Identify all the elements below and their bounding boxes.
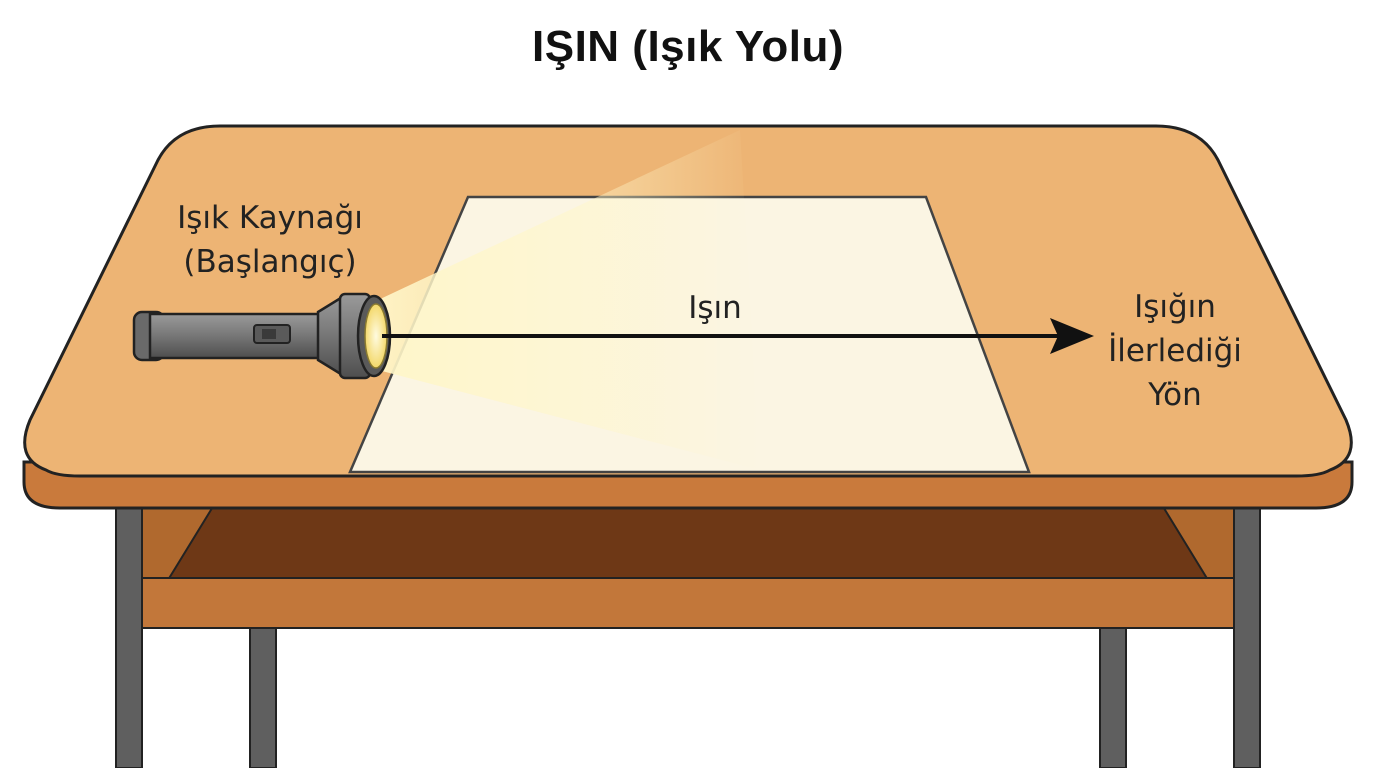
- direction-label-line3: Yön: [1148, 377, 1202, 413]
- desk-shelf: [141, 504, 1235, 629]
- light-source-label-line2: (Başlangıç): [183, 244, 357, 280]
- diagram-title: IŞIN (Işık Yolu): [532, 22, 844, 71]
- light-source-label-line1: Işık Kaynağı: [177, 200, 363, 236]
- light-source-label: Işık Kaynağı (Başlangıç): [160, 196, 380, 284]
- direction-label: Işığın İlerlediği Yön: [1090, 285, 1260, 417]
- arrow-icon: [382, 318, 1094, 354]
- direction-label-line1: Işığın: [1134, 289, 1216, 325]
- desk-leg-back-right: [1099, 619, 1127, 768]
- desk-rail: [141, 577, 1235, 629]
- desk-leg-front-right: [1233, 499, 1261, 768]
- direction-label-line2: İlerlediği: [1108, 333, 1242, 369]
- desk-legs: [115, 499, 1261, 768]
- ray-label: Işın: [688, 290, 742, 326]
- light-beam: [378, 130, 760, 470]
- desk-leg-back-left: [249, 619, 277, 768]
- desk-leg-front-left: [115, 499, 143, 768]
